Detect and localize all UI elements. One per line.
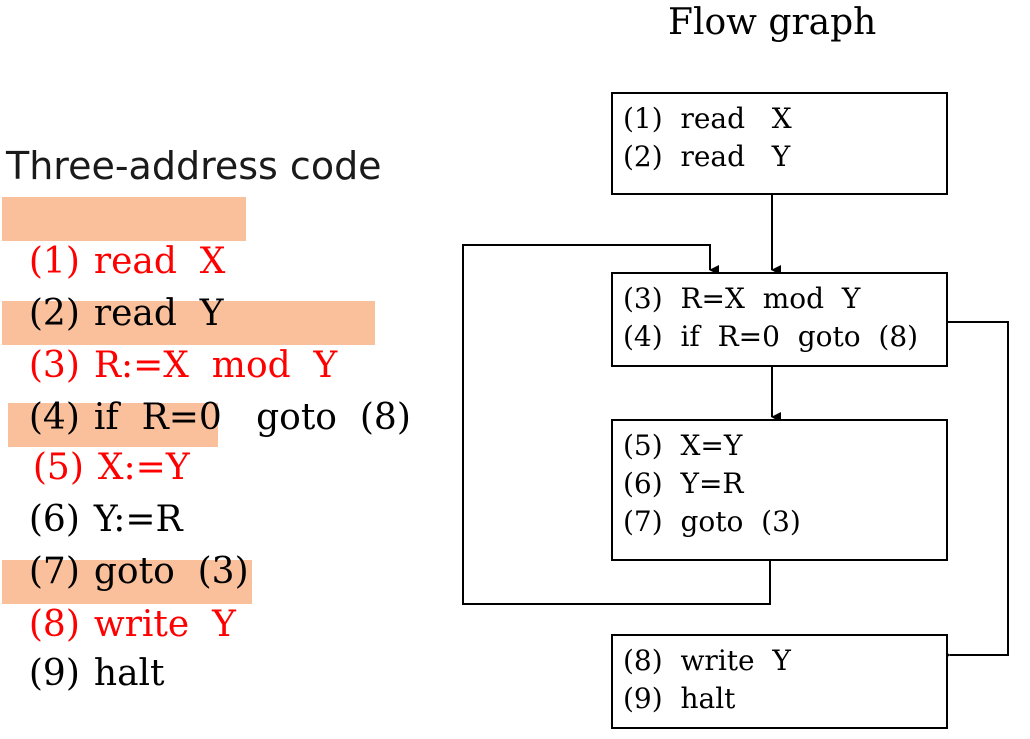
edge-b2-b4 <box>941 321 1009 660</box>
code-highlight-1 <box>2 197 246 241</box>
code-highlight-5 <box>8 403 218 447</box>
line-text: X:=Y <box>97 447 190 488</box>
code-line-9: (9) halt <box>6 608 165 694</box>
flow-block-1: (1) read X (2) read Y <box>611 92 948 195</box>
line-number: (1) <box>28 241 80 282</box>
code-line-5: (5) X:=Y <box>10 402 190 488</box>
line-text: halt <box>93 653 165 694</box>
code-highlight-8 <box>2 560 252 604</box>
line-text: Y:=R <box>93 499 183 540</box>
block-row: (9) halt <box>623 682 736 715</box>
code-line-7: (7) goto (3) <box>6 506 249 592</box>
line-number: (7) <box>28 551 80 592</box>
block-row: (1) read X <box>623 102 792 135</box>
line-number: (9) <box>28 653 80 694</box>
code-line-2: (2) read Y <box>6 248 224 334</box>
code-highlight-3 <box>2 301 375 345</box>
block-row: (7) goto (3) <box>623 505 801 538</box>
code-line-8: (8) write Y <box>6 559 236 645</box>
line-text: write Y <box>93 604 236 645</box>
line-number: (2) <box>28 293 80 334</box>
code-line-6: (6) Y:=R <box>6 454 183 540</box>
line-text: read Y <box>93 293 224 334</box>
block-row: (3) R=X mod Y <box>623 282 861 315</box>
flow-block-3: (5) X=Y (6) Y=R (7) goto (3) <box>611 419 948 561</box>
line-text: goto (3) <box>93 551 249 592</box>
block-row: (8) write Y <box>623 644 791 677</box>
code-title: Three-address code <box>6 144 382 188</box>
line-text: read X <box>93 241 226 282</box>
flow-block-2: (3) R=X mod Y (4) if R=0 goto (8) <box>611 272 948 367</box>
edge-b3-b2-loop <box>462 244 771 605</box>
line-number: (6) <box>28 499 80 540</box>
block-row: (4) if R=0 goto (8) <box>623 320 919 353</box>
block-row: (5) X=Y <box>623 429 743 462</box>
line-text: if R=0 goto (8) <box>93 397 411 438</box>
line-text: R:=X mod Y <box>93 345 338 386</box>
flow-block-4: (8) write Y (9) halt <box>611 634 948 729</box>
block-row: (2) read Y <box>623 140 791 173</box>
line-number: (5) <box>32 447 84 488</box>
line-number: (8) <box>28 604 80 645</box>
code-line-1: (1) read X <box>6 196 226 282</box>
block-row: (6) Y=R <box>623 467 744 500</box>
code-line-4: (4) if R=0 goto (8) <box>6 352 411 438</box>
line-number: (4) <box>28 397 80 438</box>
flow-title: Flow graph <box>668 2 877 43</box>
code-line-3: (3) R:=X mod Y <box>6 300 337 386</box>
line-number: (3) <box>28 345 80 386</box>
